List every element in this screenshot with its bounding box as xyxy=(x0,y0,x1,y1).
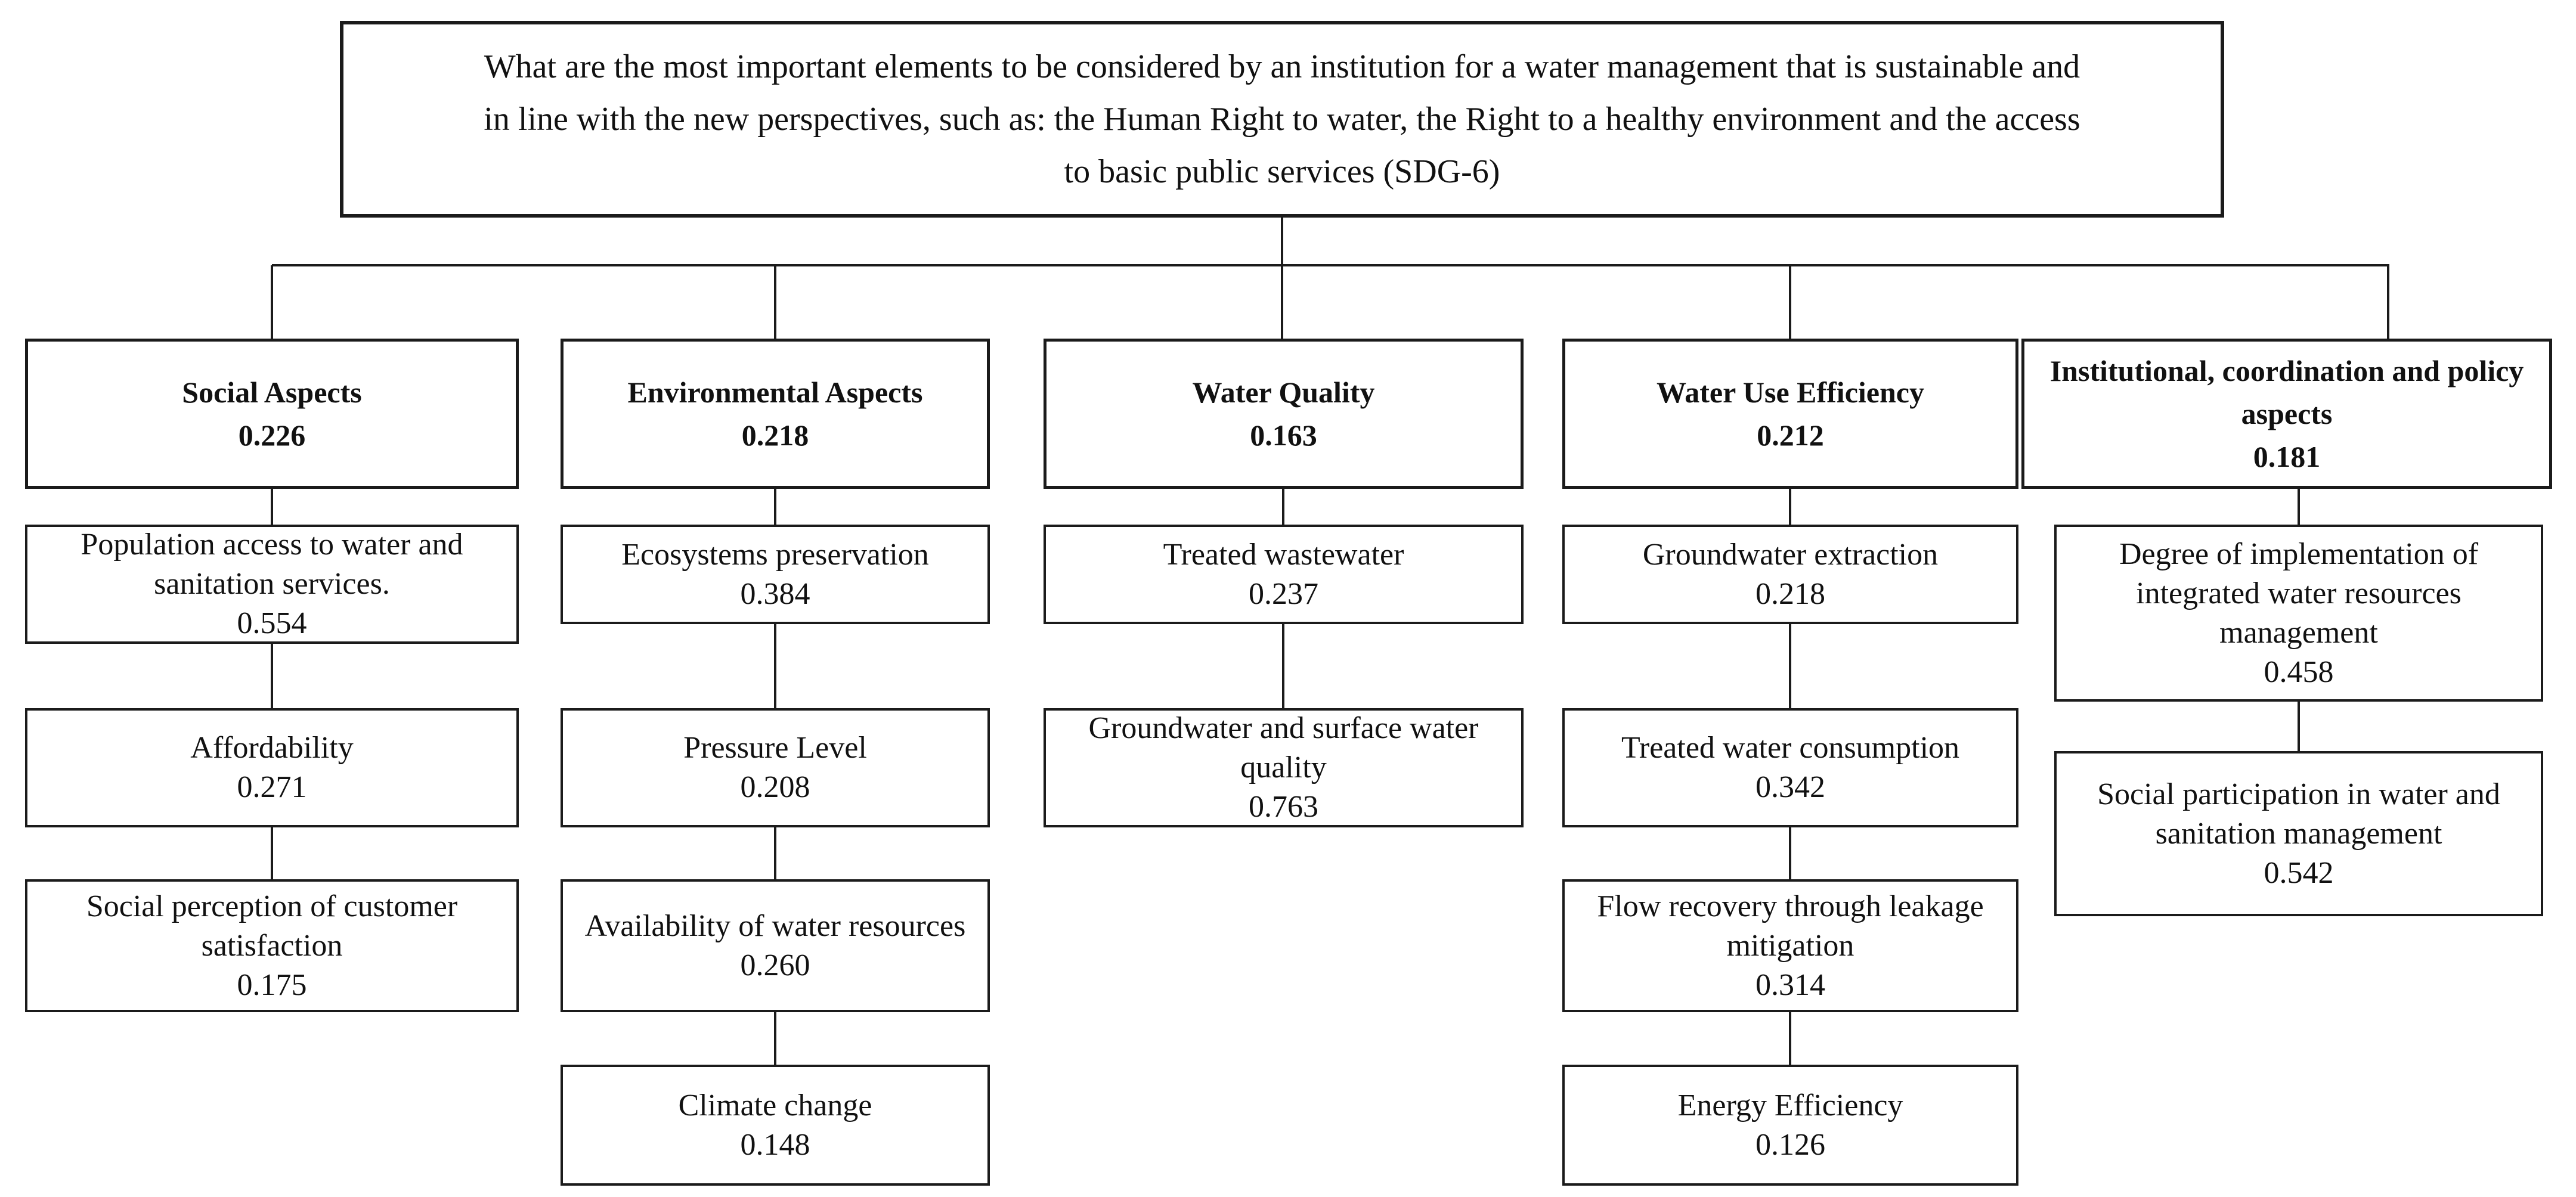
subcriterion-box-climate-change: Climate change 0.148 xyxy=(561,1065,990,1186)
connector-line xyxy=(272,264,2389,266)
subcriterion-weight: 0.126 xyxy=(1755,1127,1825,1162)
subcriterion-weight: 0.208 xyxy=(740,770,810,804)
criterion-weight: 0.212 xyxy=(1757,418,1824,452)
criterion-box-water-use-efficiency: Water Use Efficiency 0.212 xyxy=(1562,339,2018,489)
subcriterion-box-energy-efficiency: Energy Efficiency 0.126 xyxy=(1562,1065,2018,1186)
subcriterion-label: Social participation in water and sanita… xyxy=(2097,777,2500,851)
subcriterion-box-availability-water-resources: Availability of water resources 0.260 xyxy=(561,879,990,1012)
subcriterion-label: Social perception of customer satisfacti… xyxy=(86,889,458,963)
connector-line xyxy=(2298,489,2300,525)
subcriterion-box-social-perception: Social perception of customer satisfacti… xyxy=(25,879,519,1012)
subcriterion-box-flow-recovery-leakage: Flow recovery through leakage mitigation… xyxy=(1562,879,2018,1012)
goal-question-text-line: to basic public services (SDG-6) xyxy=(1064,153,1500,190)
connector-line xyxy=(774,489,776,525)
connector-line xyxy=(774,624,776,708)
subcriterion-label: Affordability xyxy=(190,731,354,765)
goal-question-box: What are the most important elements to … xyxy=(340,21,2224,218)
criterion-weight: 0.181 xyxy=(2253,440,2321,473)
subcriterion-label: Groundwater and surface water quality xyxy=(1088,711,1479,784)
subcriterion-label: Availability of water resources xyxy=(584,908,966,943)
criterion-label: Social Aspects xyxy=(182,376,362,409)
criterion-weight: 0.163 xyxy=(1250,418,1317,452)
subcriterion-box-population-access: Population access to water and sanitatio… xyxy=(25,525,519,644)
subcriterion-box-pressure-level: Pressure Level 0.208 xyxy=(561,708,990,827)
subcriterion-label: Degree of implementation of integrated w… xyxy=(2119,537,2479,650)
subcriterion-weight: 0.542 xyxy=(2264,855,2334,890)
subcriterion-label: Treated water consumption xyxy=(1621,731,1960,765)
connector-line xyxy=(1789,827,1791,879)
criterion-weight: 0.218 xyxy=(741,418,809,452)
connector-line xyxy=(774,1012,776,1065)
subcriterion-label: Pressure Level xyxy=(683,731,867,765)
criterion-label: Environmental Aspects xyxy=(627,376,923,409)
subcriterion-label: Treated wastewater xyxy=(1163,537,1404,572)
criterion-label: Institutional, coordination and policy a… xyxy=(2049,354,2524,430)
connector-line xyxy=(271,644,273,708)
subcriterion-weight: 0.218 xyxy=(1755,576,1825,611)
subcriterion-box-degree-iwrm: Degree of implementation of integrated w… xyxy=(2054,525,2543,702)
criterion-box-social-aspects: Social Aspects 0.226 xyxy=(25,339,519,489)
connector-line xyxy=(2387,265,2389,339)
subcriterion-label: Groundwater extraction xyxy=(1642,537,1939,572)
subcriterion-box-treated-water-consumption: Treated water consumption 0.342 xyxy=(1562,708,2018,827)
connector-line xyxy=(774,827,776,879)
connector-line xyxy=(1281,265,1283,339)
goal-question-text-line: in line with the new perspectives, such … xyxy=(484,101,2080,138)
connector-line xyxy=(1789,265,1791,339)
criterion-box-environmental-aspects: Environmental Aspects 0.218 xyxy=(561,339,990,489)
subcriterion-box-social-participation: Social participation in water and sanita… xyxy=(2054,751,2543,916)
connector-line xyxy=(271,489,273,525)
subcriterion-weight: 0.384 xyxy=(740,576,810,611)
connector-line xyxy=(1789,489,1791,525)
criterion-weight: 0.226 xyxy=(238,418,306,452)
subcriterion-weight: 0.175 xyxy=(237,967,307,1002)
subcriterion-weight: 0.271 xyxy=(237,770,307,804)
connector-line xyxy=(1789,624,1791,708)
connector-line xyxy=(1282,624,1284,708)
subcriterion-box-affordability: Affordability 0.271 xyxy=(25,708,519,827)
subcriterion-label: Population access to water and sanitatio… xyxy=(80,528,463,601)
criterion-box-water-quality: Water Quality 0.163 xyxy=(1044,339,1524,489)
subcriterion-weight: 0.554 xyxy=(237,606,307,640)
subcriterion-weight: 0.458 xyxy=(2264,655,2334,689)
subcriterion-weight: 0.260 xyxy=(740,948,810,982)
subcriterion-weight: 0.342 xyxy=(1755,770,1825,804)
subcriterion-box-ecosystems-preservation: Ecosystems preservation 0.384 xyxy=(561,525,990,624)
subcriterion-box-groundwater-surface-quality: Groundwater and surface water quality 0.… xyxy=(1044,708,1524,827)
subcriterion-box-treated-wastewater: Treated wastewater 0.237 xyxy=(1044,525,1524,624)
goal-question-text-line: What are the most important elements to … xyxy=(484,48,2080,85)
subcriterion-weight: 0.763 xyxy=(1249,790,1318,824)
subcriterion-label: Ecosystems preservation xyxy=(621,537,929,572)
connector-line xyxy=(1281,218,1283,266)
subcriterion-label: Flow recovery through leakage mitigation xyxy=(1597,889,1984,963)
subcriterion-weight: 0.148 xyxy=(740,1127,810,1162)
connector-line xyxy=(774,265,776,339)
subcriterion-weight: 0.314 xyxy=(1755,967,1825,1002)
criterion-box-institutional-policy-aspects: Institutional, coordination and policy a… xyxy=(2021,339,2552,489)
connector-line xyxy=(2298,702,2300,751)
subcriterion-label: Energy Efficiency xyxy=(1677,1088,1903,1122)
subcriterion-weight: 0.237 xyxy=(1249,576,1318,611)
connector-line xyxy=(1789,1012,1791,1065)
connector-line xyxy=(271,265,273,339)
criterion-label: Water Quality xyxy=(1192,376,1375,409)
connector-line xyxy=(1282,489,1284,525)
criterion-label: Water Use Efficiency xyxy=(1657,376,1924,409)
connector-line xyxy=(271,827,273,879)
subcriterion-box-groundwater-extraction: Groundwater extraction 0.218 xyxy=(1562,525,2018,624)
subcriterion-label: Climate change xyxy=(678,1088,872,1122)
